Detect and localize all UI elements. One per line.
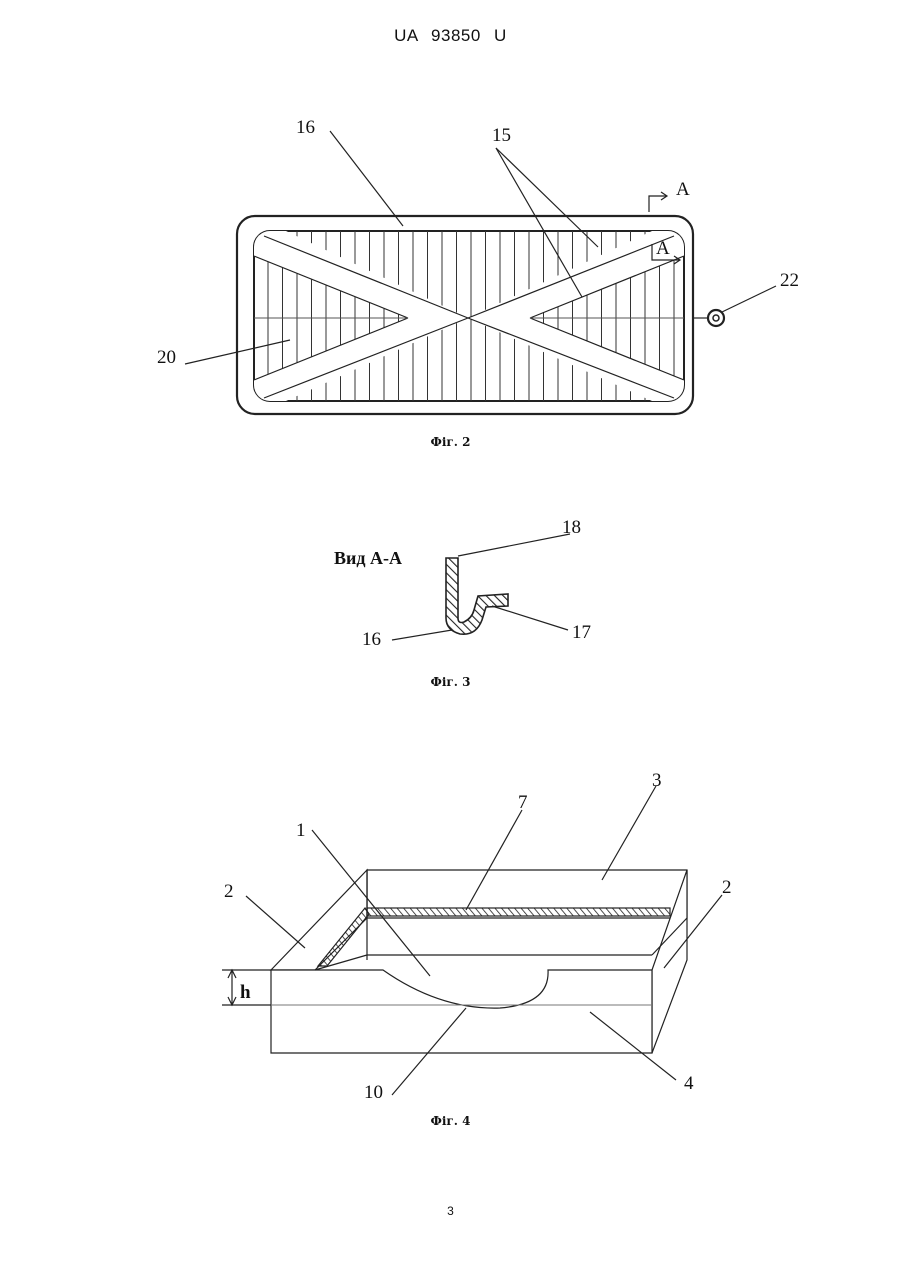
label-4: 4	[684, 1073, 694, 1094]
page-number: 3	[0, 1204, 901, 1218]
label-2-right: 2	[722, 877, 732, 898]
label-10: 10	[364, 1082, 383, 1103]
weld-seam-7	[367, 908, 670, 916]
label-1: 1	[296, 820, 306, 841]
fig4-drawing: 1 7 3 2 2 h 10 4	[0, 0, 901, 1120]
fig4-caption: Фіг. 4	[0, 1114, 901, 1128]
label-2-left: 2	[224, 881, 234, 902]
label-h: h	[240, 982, 251, 1003]
label-7: 7	[518, 792, 528, 813]
label-3: 3	[652, 770, 662, 791]
